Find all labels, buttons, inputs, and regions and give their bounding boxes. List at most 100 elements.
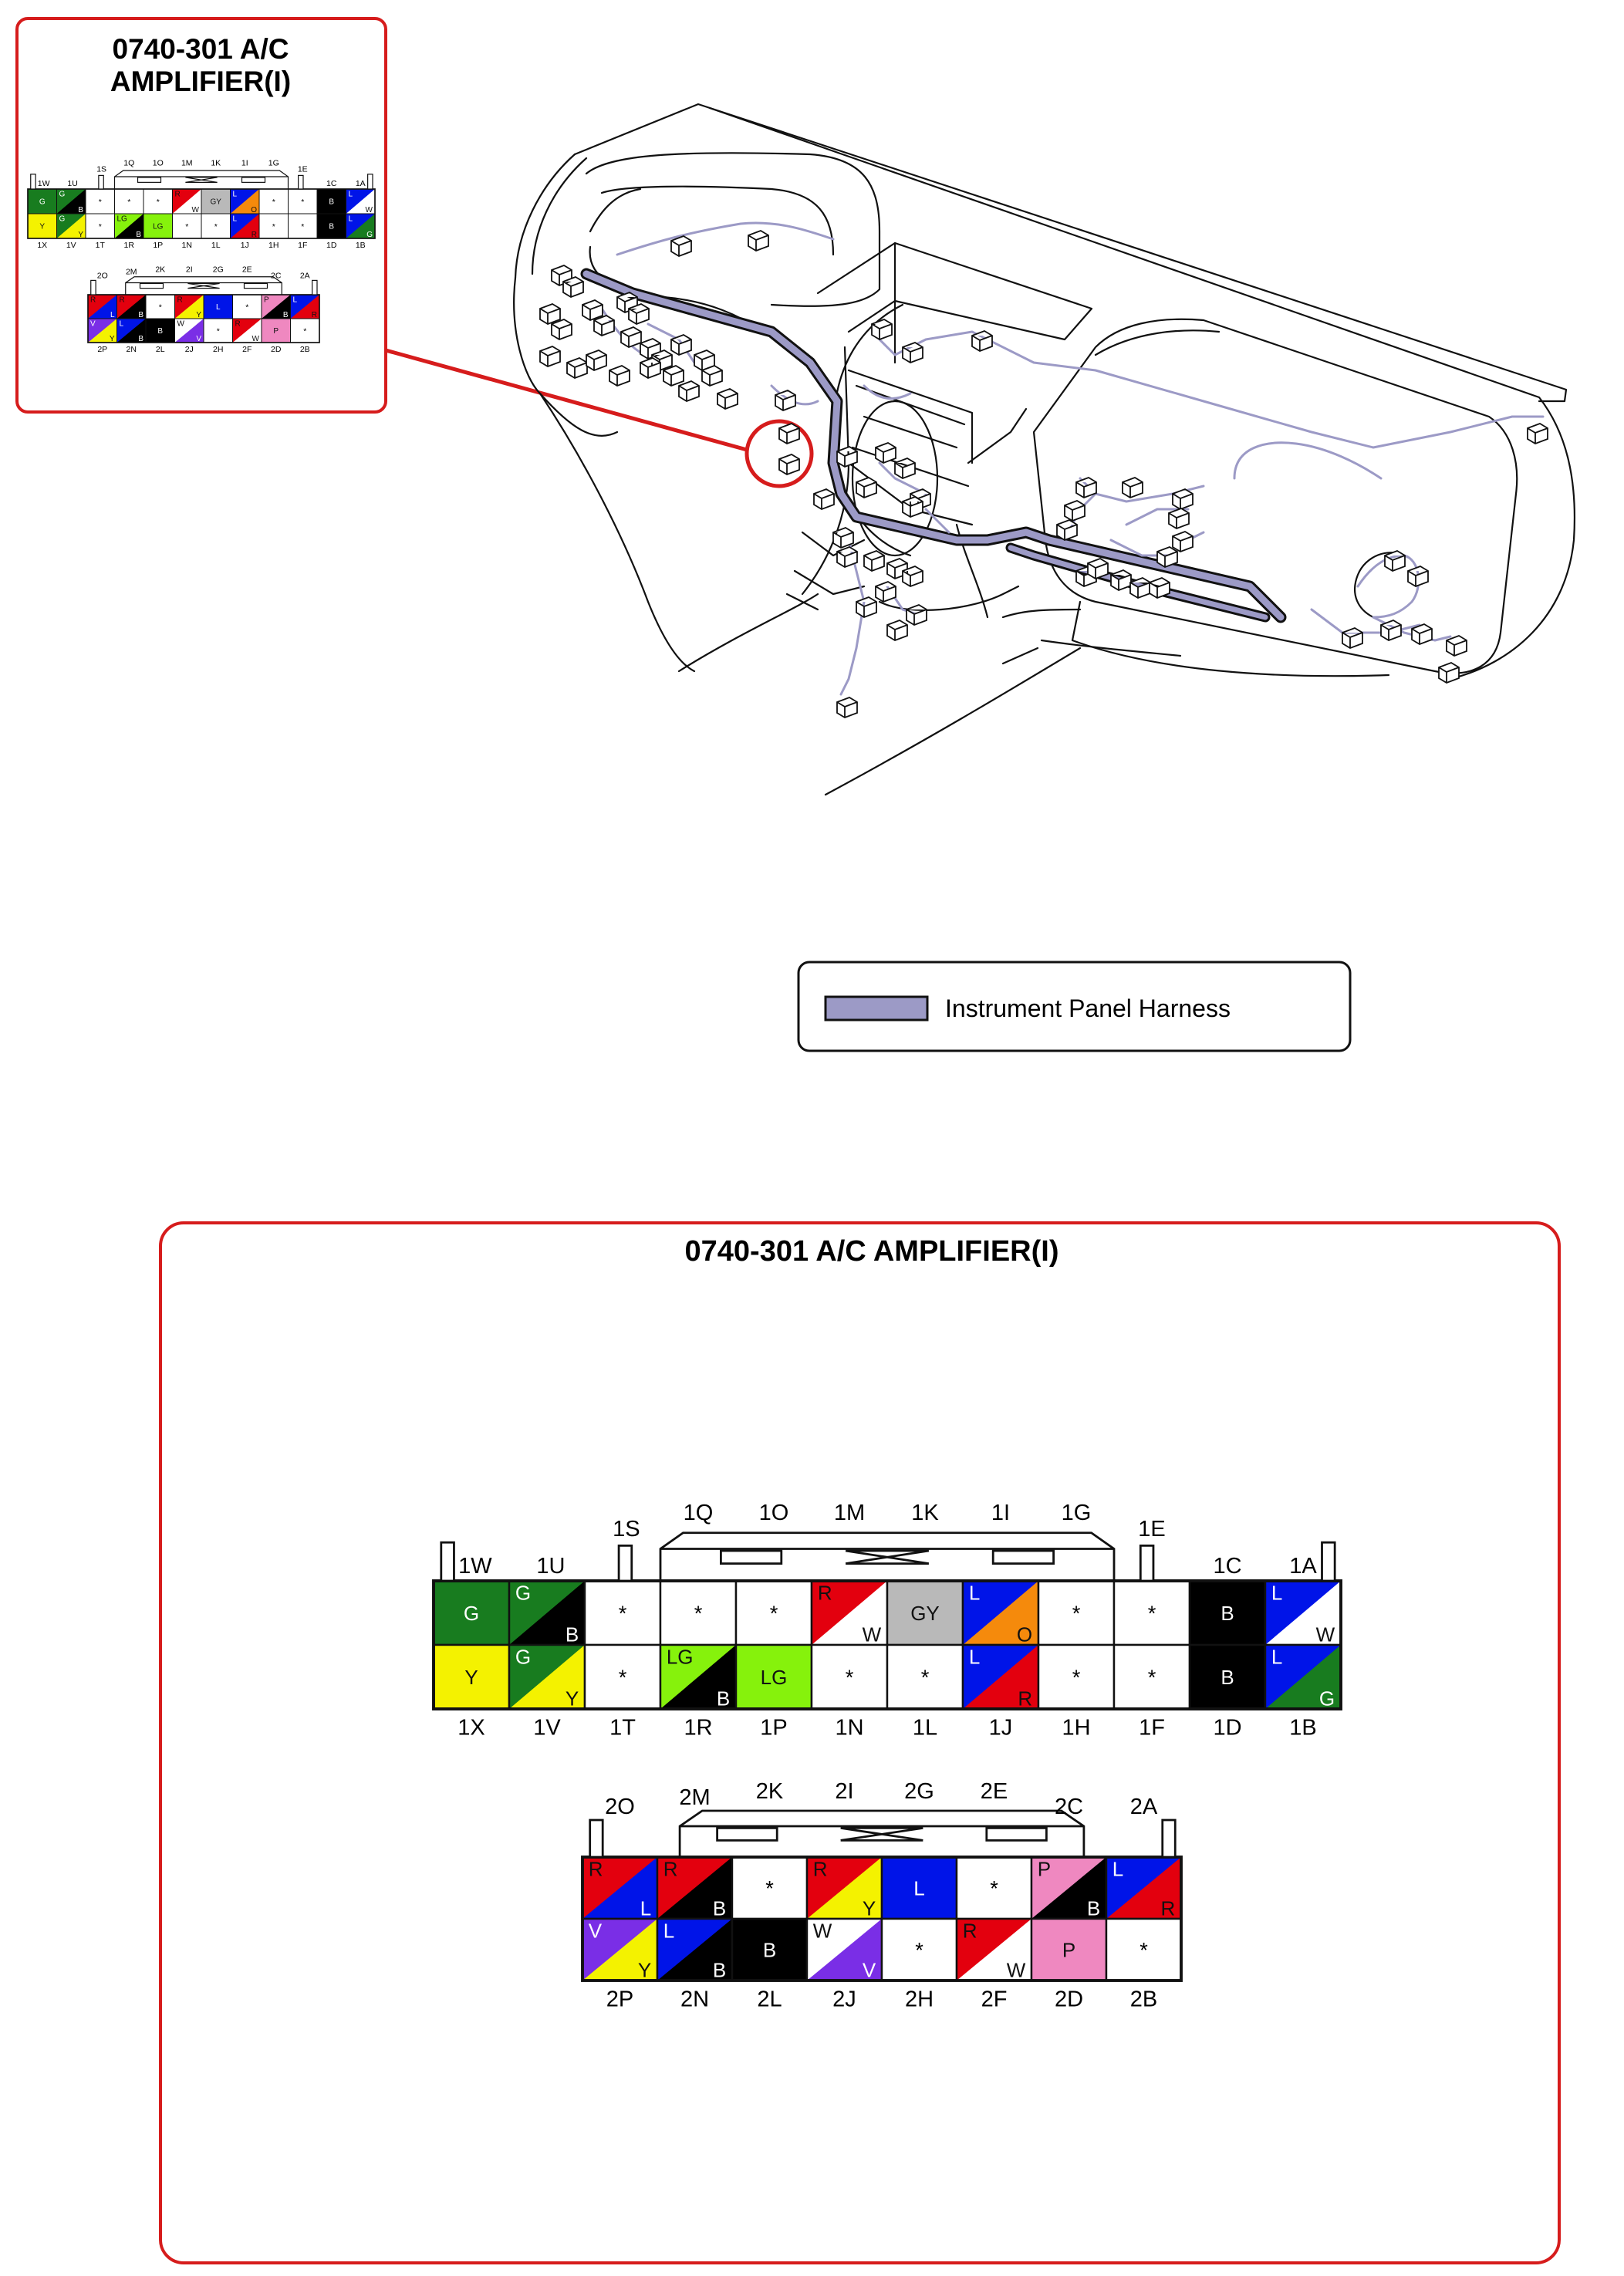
wire-code-label: R — [813, 1858, 828, 1881]
pin-label-top: 1Q — [123, 159, 134, 168]
wire-code-label: G — [366, 231, 373, 239]
wire-code-label: G — [1319, 1687, 1335, 1710]
dash-connector-block — [1064, 500, 1085, 522]
wire-code-label: L — [233, 215, 238, 224]
pin-label-top: 1E — [298, 165, 308, 174]
connector-post — [1139, 1544, 1155, 1582]
dash-connector-block — [640, 357, 661, 379]
pin-label-top: 2K — [155, 265, 165, 275]
wire-code-label: * — [185, 222, 188, 231]
pin-label-bottom: 1N — [182, 241, 192, 250]
wire-code-label: * — [157, 198, 160, 207]
dash-connector-block — [886, 620, 908, 641]
pin-label-top: 1A — [356, 179, 366, 188]
pin-label-bottom: 1B — [1289, 1715, 1316, 1740]
pin-label-top: 1A — [1289, 1554, 1317, 1579]
wire-code-label: * — [217, 326, 220, 336]
wire-cell-blank — [659, 1579, 738, 1646]
dash-connector-block — [1156, 546, 1178, 568]
pin-label-bottom: 1V — [66, 241, 76, 250]
dash-connector-block — [875, 581, 896, 603]
dash-connector-block — [1342, 627, 1363, 649]
wire-code-label: Y — [78, 231, 83, 239]
connector-latch — [241, 177, 266, 183]
dash-connector-block — [1129, 577, 1151, 599]
pin-label-bottom: 2H — [905, 1987, 934, 2011]
pin-label-top: 1C — [326, 179, 337, 188]
connector-housing — [659, 1531, 1116, 1581]
wire-code-label: * — [619, 1665, 627, 1689]
wire-code-label: B — [138, 311, 143, 319]
wire-cell-stripe — [174, 295, 204, 319]
pin-label-top: 1O — [153, 159, 164, 168]
connector-post — [617, 1544, 633, 1582]
wire-code-label: R — [1018, 1687, 1032, 1710]
connector-post — [312, 279, 318, 295]
wire-code-label: G — [464, 1602, 479, 1625]
wire-code-label: B — [763, 1938, 776, 1961]
wire-code-label: * — [770, 1601, 778, 1625]
dash-connector-block — [1380, 620, 1402, 641]
wire-code-label: B — [713, 1958, 726, 1981]
connector-key-mark — [185, 177, 218, 183]
dash-connector-block — [902, 566, 923, 587]
wire-cell-blank — [1112, 1643, 1191, 1710]
wire-cell-blank — [731, 1856, 809, 1920]
wire-cell-stripe — [290, 295, 319, 319]
dash-connector-block — [562, 276, 584, 298]
connector-post — [90, 279, 96, 295]
wire-code-label: * — [159, 302, 162, 312]
pin-label-bottom: 1L — [211, 241, 221, 250]
dash-connector-block — [566, 357, 588, 379]
pin-label-top: 1S — [613, 1517, 640, 1542]
wire-cell-stripe — [963, 1581, 1038, 1645]
wire-code-label: Y — [110, 335, 115, 343]
wire-cell-stripe — [346, 189, 375, 214]
wire-code-label: L — [969, 1646, 980, 1669]
connector-latch — [991, 1549, 1055, 1565]
dash-connector-block — [832, 527, 854, 549]
wire-code-label: * — [694, 1601, 703, 1625]
wire-code-label: G — [39, 198, 46, 207]
dash-connector-blocks — [539, 230, 1548, 718]
wire-code-label: L — [1271, 1582, 1282, 1605]
wire-cell-stripe — [963, 1645, 1038, 1709]
wire-code-label: B — [1221, 1602, 1234, 1625]
pin-label-bottom: 1H — [1062, 1715, 1090, 1740]
pin-label-top: 1C — [1213, 1554, 1241, 1579]
wire-cell-stripe — [56, 214, 86, 238]
dash-connector-block — [1438, 662, 1460, 684]
wire-code-label: R — [818, 1582, 832, 1605]
wire-code-label: * — [303, 326, 306, 336]
dash-connector-block — [1075, 477, 1097, 498]
wire-cell-stripe — [957, 1919, 1031, 1981]
dash-connector-block — [871, 319, 893, 340]
wire-code-label: * — [214, 222, 218, 231]
wire-cell-stripe — [114, 214, 143, 238]
pin-label-bottom: 2J — [832, 1987, 856, 2011]
pin-label-bottom: 2L — [156, 345, 165, 354]
callout-leader-line — [385, 348, 748, 452]
callout-circle — [744, 419, 814, 488]
large-title: 0740-301 A/C AMPLIFIER(I) — [685, 1235, 1059, 1268]
dashboard-illustration — [513, 103, 1576, 796]
wire-cell-blank — [734, 1579, 813, 1646]
dash-connector-block — [1122, 477, 1143, 498]
pin-label-bottom: 2F — [242, 345, 252, 354]
wire-code-label: B — [138, 335, 143, 343]
wire-cell-blank — [290, 318, 320, 343]
connector-housing — [113, 170, 289, 189]
dash-connector-block — [701, 365, 723, 387]
pin-label-bottom: 2F — [981, 1987, 1008, 2011]
pin-label-bottom: 1R — [124, 241, 135, 250]
wire-code-label: L — [349, 215, 353, 224]
pin-label-bottom: 1T — [96, 241, 106, 250]
connector-housing — [678, 1809, 1085, 1857]
wire-code-label: G — [515, 1646, 531, 1669]
large-connector-frame — [159, 1221, 1561, 2264]
wire-code-label: R — [177, 296, 183, 305]
pin-label-top: 1U — [67, 179, 77, 188]
